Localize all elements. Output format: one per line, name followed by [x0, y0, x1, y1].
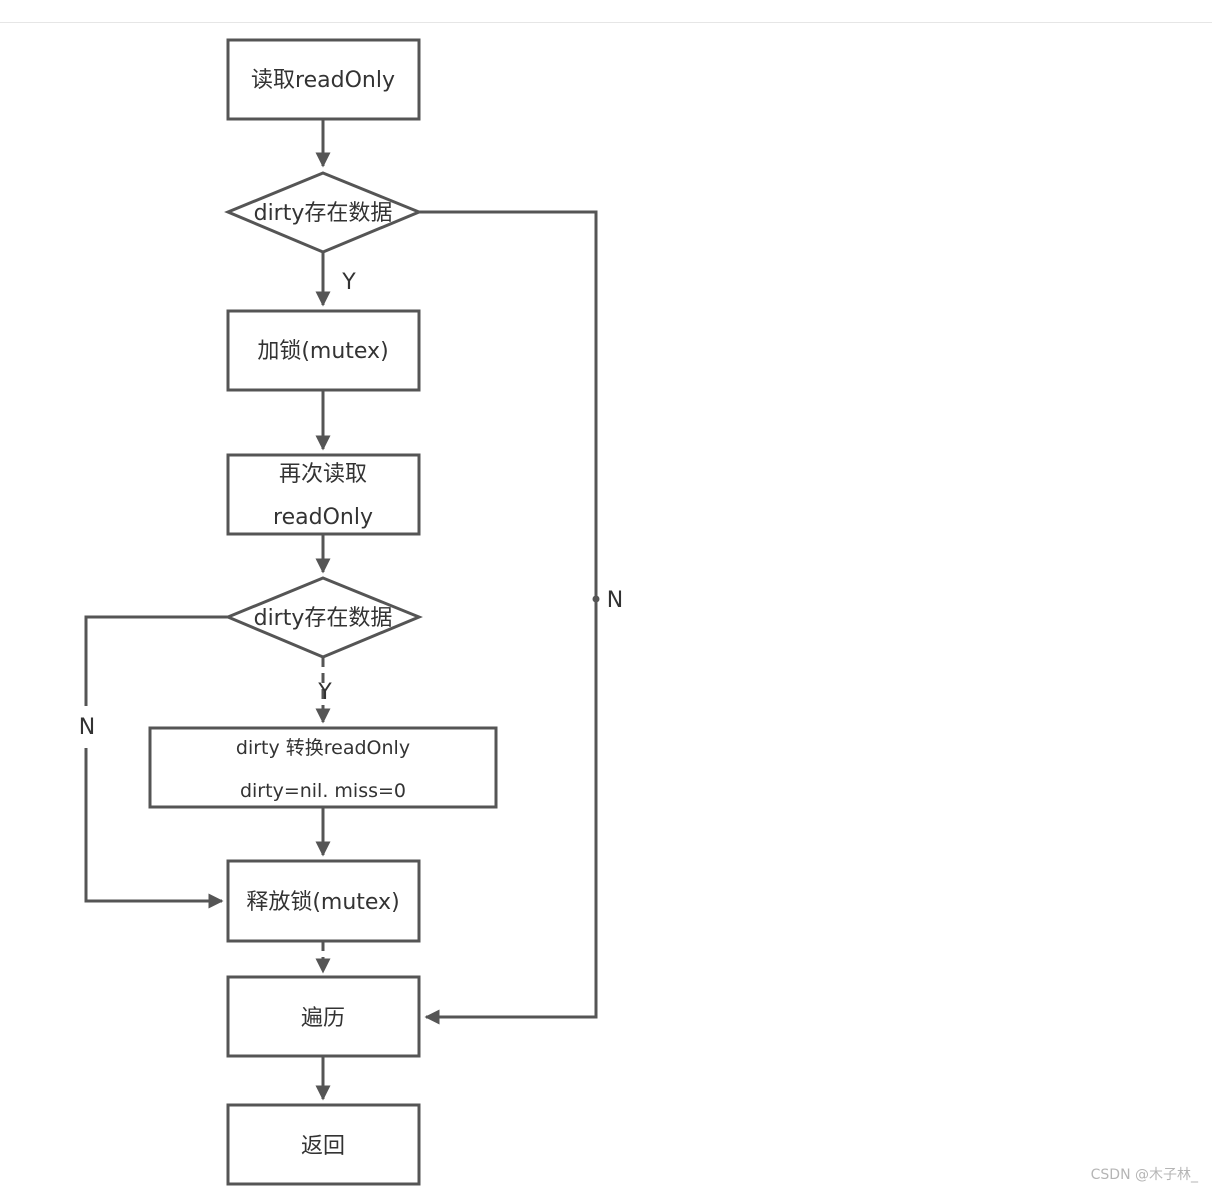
edge-label-yes-2: Y — [317, 680, 332, 705]
label-iterate: 遍历 — [301, 1006, 345, 1031]
label-reread-line2: readOnly — [273, 505, 373, 530]
label-reread-line1: 再次读取 — [279, 462, 367, 487]
label-dirty-check-2: dirty存在数据 — [254, 606, 393, 631]
watermark: CSDN @木子林_ — [1090, 1167, 1198, 1183]
node-lock — [226, 309, 421, 392]
label-return: 返回 — [301, 1134, 345, 1159]
edge-check1-no — [419, 210, 598, 1025]
label-convert-line2: dirty=nil. miss=0 — [240, 780, 406, 802]
edge-check2-no-bottom — [84, 748, 224, 909]
edge-label-yes-1: Y — [341, 270, 356, 295]
label-dirty-check-1: dirty存在数据 — [254, 201, 393, 226]
label-lock: 加锁(mutex) — [257, 339, 388, 364]
label-unlock: 释放锁(mutex) — [246, 890, 399, 915]
node-return — [226, 1103, 421, 1186]
top-divider — [0, 22, 1212, 23]
node-iterate — [226, 975, 421, 1058]
edge-junction-dot — [592, 595, 600, 603]
node-unlock — [226, 859, 421, 943]
edge-label-no-1: N — [607, 588, 623, 613]
label-read-readonly: 读取readOnly — [251, 68, 395, 93]
node-dirty-check-1 — [224, 171, 423, 254]
node-reread — [226, 453, 421, 536]
edge-label-no-2: N — [79, 715, 95, 740]
edge-check2-no-top — [84, 615, 228, 706]
node-dirty-check-2 — [224, 576, 423, 659]
node-read-readonly — [226, 38, 421, 121]
node-convert — [148, 726, 498, 809]
label-convert-line1: dirty 转换readOnly — [236, 737, 410, 759]
